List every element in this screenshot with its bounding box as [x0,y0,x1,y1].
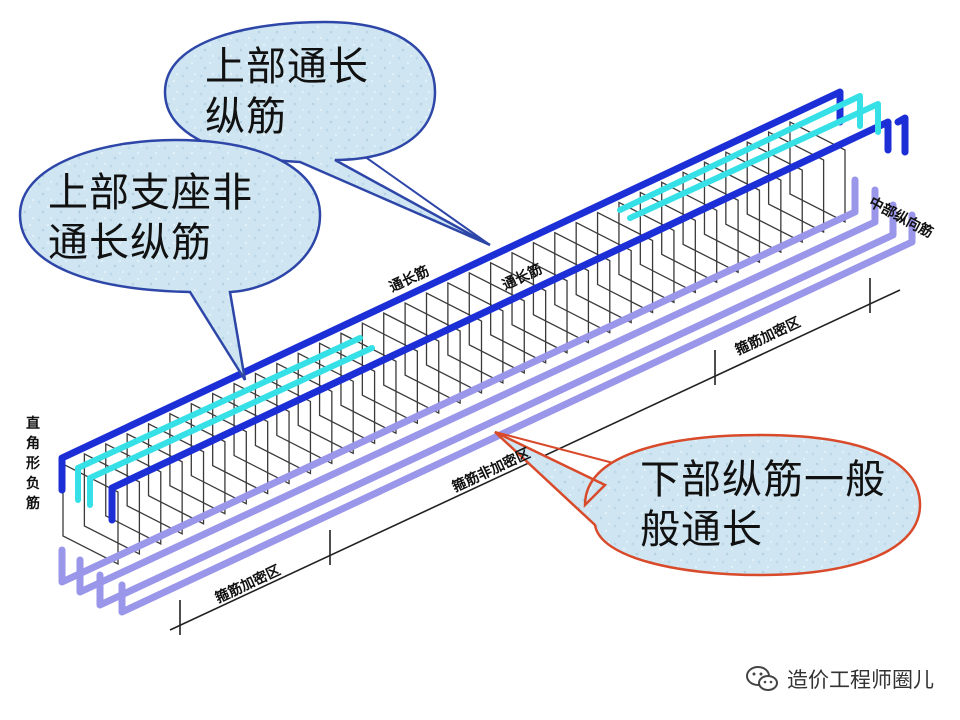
stirrup [233,382,290,485]
stirrup [383,312,440,415]
stirrup [511,251,568,354]
stirrup [147,422,205,525]
vertical-label-char: 直 [26,415,40,432]
stirrup [83,452,141,556]
wechat-icon [746,666,778,691]
vertical-label-char: 形 [26,455,40,472]
stirrup [361,322,419,425]
stirrup [318,342,376,445]
stirrup [489,261,547,364]
stirrup [746,141,803,244]
stirrup [404,301,461,405]
support-bar [87,345,375,508]
stirrup [169,412,226,515]
bottom-bar [76,186,879,596]
callout-top-continuous-text: 上部通长 纵筋 [205,42,369,142]
stirrup [105,442,162,545]
stirrup [682,171,739,274]
callout-line: 下部纵筋一般 [640,457,886,503]
bottom-bar [96,201,897,609]
support-bar [75,335,363,503]
bottom-bar [58,176,859,586]
stirrups [62,120,846,566]
stirrup [532,241,590,344]
callout-line: 上部支座非 [48,170,253,216]
vertical-label-char: 角 [26,435,40,452]
stirrup [554,231,611,334]
callout-bubble [494,430,922,577]
stirrup [126,432,183,535]
callout-bubble [18,138,322,381]
stirrup [62,462,119,566]
stirrup [254,372,312,475]
stirrup [447,281,504,385]
vertical-label-char: 负 [26,475,40,492]
stirrup [725,151,782,254]
support-bars [75,93,881,508]
stirrup [276,362,333,465]
stirrup [789,120,846,224]
stirrup [767,130,825,234]
stirrup [425,291,483,395]
callout-line: 纵筋 [205,94,287,140]
support-bar [627,101,881,221]
watermark-text: 造价工程师圈儿 [787,668,934,692]
bottom-bars [58,176,916,616]
stirrup [190,402,247,505]
stirrup [297,352,354,455]
callout-line: 上部通长 [205,44,369,90]
callout-line: 般通长 [640,507,763,553]
callout-line: 通长纵筋 [48,220,212,266]
callout-support-noncontinuous-text: 上部支座非 通长纵筋 [48,168,253,268]
watermark: 造价工程师圈儿 [745,664,934,694]
stirrup [661,181,718,284]
callout-bottom-continuous [494,430,922,577]
top-continuous-bar [894,114,909,156]
vertical-label-char: 筋 [26,495,40,512]
stirrup [340,332,397,435]
top-continuous-bar [108,118,892,524]
support-bar [617,93,863,213]
stirrup [703,161,761,264]
stirrup [468,271,525,374]
callout-support-noncontinuous [18,138,322,381]
callout-bottom-continuous-text: 下部纵筋一般 般通长 [640,455,886,555]
stirrup [212,392,269,495]
stirrup [596,211,654,314]
bottom-bar [118,211,916,616]
stirrup [575,221,632,324]
